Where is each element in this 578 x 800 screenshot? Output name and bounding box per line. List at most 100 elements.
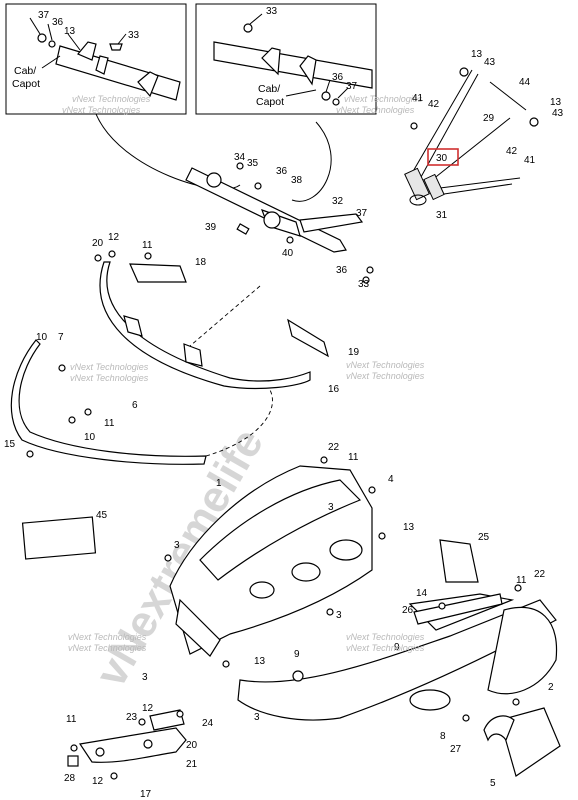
callout-44: 44 (519, 77, 531, 88)
callout-11: 11 (66, 714, 77, 725)
callout-10: 10 (36, 332, 48, 343)
callout-40: 40 (282, 248, 294, 259)
callout-13: 13 (403, 522, 415, 533)
callout-17: 17 (140, 789, 152, 800)
callout-30: 30 (436, 153, 448, 164)
watermark-company: vNext Technologies (344, 94, 423, 104)
callout-29: 29 (483, 113, 495, 124)
callout-12: 12 (92, 776, 104, 787)
callout-41: 41 (524, 155, 536, 166)
callout-43: 43 (552, 108, 564, 119)
callout-8: 8 (440, 731, 446, 742)
callout-23: 23 (126, 712, 138, 723)
callout-39: 39 (205, 222, 217, 233)
callout-43: 43 (484, 57, 496, 68)
callout-5: 5 (490, 778, 496, 789)
watermark-company: vNext Technologies (70, 362, 149, 372)
callout-28: 28 (64, 773, 76, 784)
callout-1: 1 (216, 478, 222, 489)
cable-assembly: 30 13 43 44 41 42 29 13 43 42 41 31 (404, 49, 564, 221)
callout-37: 37 (346, 81, 358, 92)
capot-label: Capot (256, 96, 284, 108)
callout-3: 3 (328, 502, 334, 513)
callout-3: 3 (142, 672, 148, 683)
callout-32: 32 (332, 196, 344, 207)
callout-37: 37 (356, 208, 368, 219)
cab-label: Cab/ (14, 65, 36, 77)
watermark-company: vNext Technologies (346, 632, 425, 642)
callout-10: 10 (84, 432, 96, 443)
callout-12: 12 (108, 232, 120, 243)
callout-36: 36 (336, 265, 348, 276)
callout-22: 22 (328, 442, 340, 453)
hood-bellypan: 1 22 11 4 13 45 3 25 22 11 14 26 3 9 13 … (21, 442, 561, 789)
callout-3: 3 (254, 712, 260, 723)
callout-31: 31 (436, 210, 448, 221)
callout-9: 9 (394, 642, 400, 653)
callout-19: 19 (348, 347, 360, 358)
callout-41: 41 (412, 93, 424, 104)
cab-label: Cab/ (258, 83, 280, 95)
callout-13: 13 (471, 49, 483, 60)
callout-3: 3 (336, 610, 342, 621)
callout-26: 26 (402, 605, 414, 616)
callout-4: 4 (388, 474, 394, 485)
callout-20: 20 (186, 740, 198, 751)
callout-33: 33 (266, 6, 278, 17)
watermark-site: vNext Technologies (70, 373, 149, 383)
callout-12: 12 (142, 703, 154, 714)
callout-7: 7 (58, 332, 64, 343)
callout-33: 33 (128, 30, 140, 41)
callout-13: 13 (64, 26, 76, 37)
callout-15: 15 (4, 439, 16, 450)
callout-6: 6 (132, 400, 138, 411)
callout-21: 21 (186, 759, 198, 770)
callout-11: 11 (104, 418, 115, 429)
watermark-company: vNext Technologies (72, 94, 151, 104)
callout-11: 11 (142, 240, 153, 251)
inset-left: 37 36 13 33 Cab/ Capot vNext Technologie… (5, 3, 187, 115)
inset-right: 33 36 37 Cab/ Capot vNext Technologies v… (195, 3, 423, 115)
callout-36: 36 (332, 72, 344, 83)
callout-14: 14 (416, 588, 428, 599)
lower-bracket: 11 23 12 24 20 21 28 12 17 (64, 703, 214, 800)
callout-22: 22 (534, 569, 546, 580)
steering-bracket: 34 35 36 38 32 37 39 40 36 33 (185, 152, 374, 290)
callout-35: 35 (247, 158, 259, 169)
highlight-box-30 (427, 148, 459, 166)
callout-24: 24 (202, 718, 214, 729)
inset-right-leader (291, 121, 332, 202)
front-bumper: 10 7 6 11 10 15 (4, 332, 273, 465)
callout-9: 9 (294, 649, 300, 660)
front-bumper-frame: 20 12 11 18 19 16 vNext Technologies vNe… (70, 232, 425, 395)
callout-42: 42 (506, 146, 518, 157)
callout-13: 13 (254, 656, 266, 667)
watermark-site: vNext Technologies (346, 643, 425, 653)
callout-11: 11 (348, 452, 359, 463)
callout-45: 45 (96, 510, 108, 521)
watermark-site: vNext Technologies (68, 643, 147, 653)
callout-34: 34 (234, 152, 246, 163)
watermark-company: vNext Technologies (68, 632, 147, 642)
capot-label: Capot (12, 78, 40, 90)
callout-27: 27 (450, 744, 462, 755)
callout-18: 18 (195, 257, 207, 268)
callout-20: 20 (92, 238, 104, 249)
callout-37: 37 (38, 10, 50, 21)
watermark-site: vNext Technologies (346, 371, 425, 381)
callout-42: 42 (428, 99, 440, 110)
callout-11: 11 (516, 575, 527, 586)
callout-36: 36 (276, 166, 288, 177)
callout-38: 38 (291, 175, 303, 186)
callout-25: 25 (478, 532, 490, 543)
watermark-company: vNext Technologies (346, 360, 425, 370)
callout-2: 2 (548, 682, 554, 693)
callout-13: 13 (550, 97, 562, 108)
callout-33: 33 (358, 279, 370, 290)
callout-16: 16 (328, 384, 340, 395)
callout-36: 36 (52, 17, 64, 28)
callout-3: 3 (174, 540, 180, 551)
watermark-site: vNext Technologies (62, 105, 141, 115)
watermark-site: vNext Technologies (336, 105, 415, 115)
